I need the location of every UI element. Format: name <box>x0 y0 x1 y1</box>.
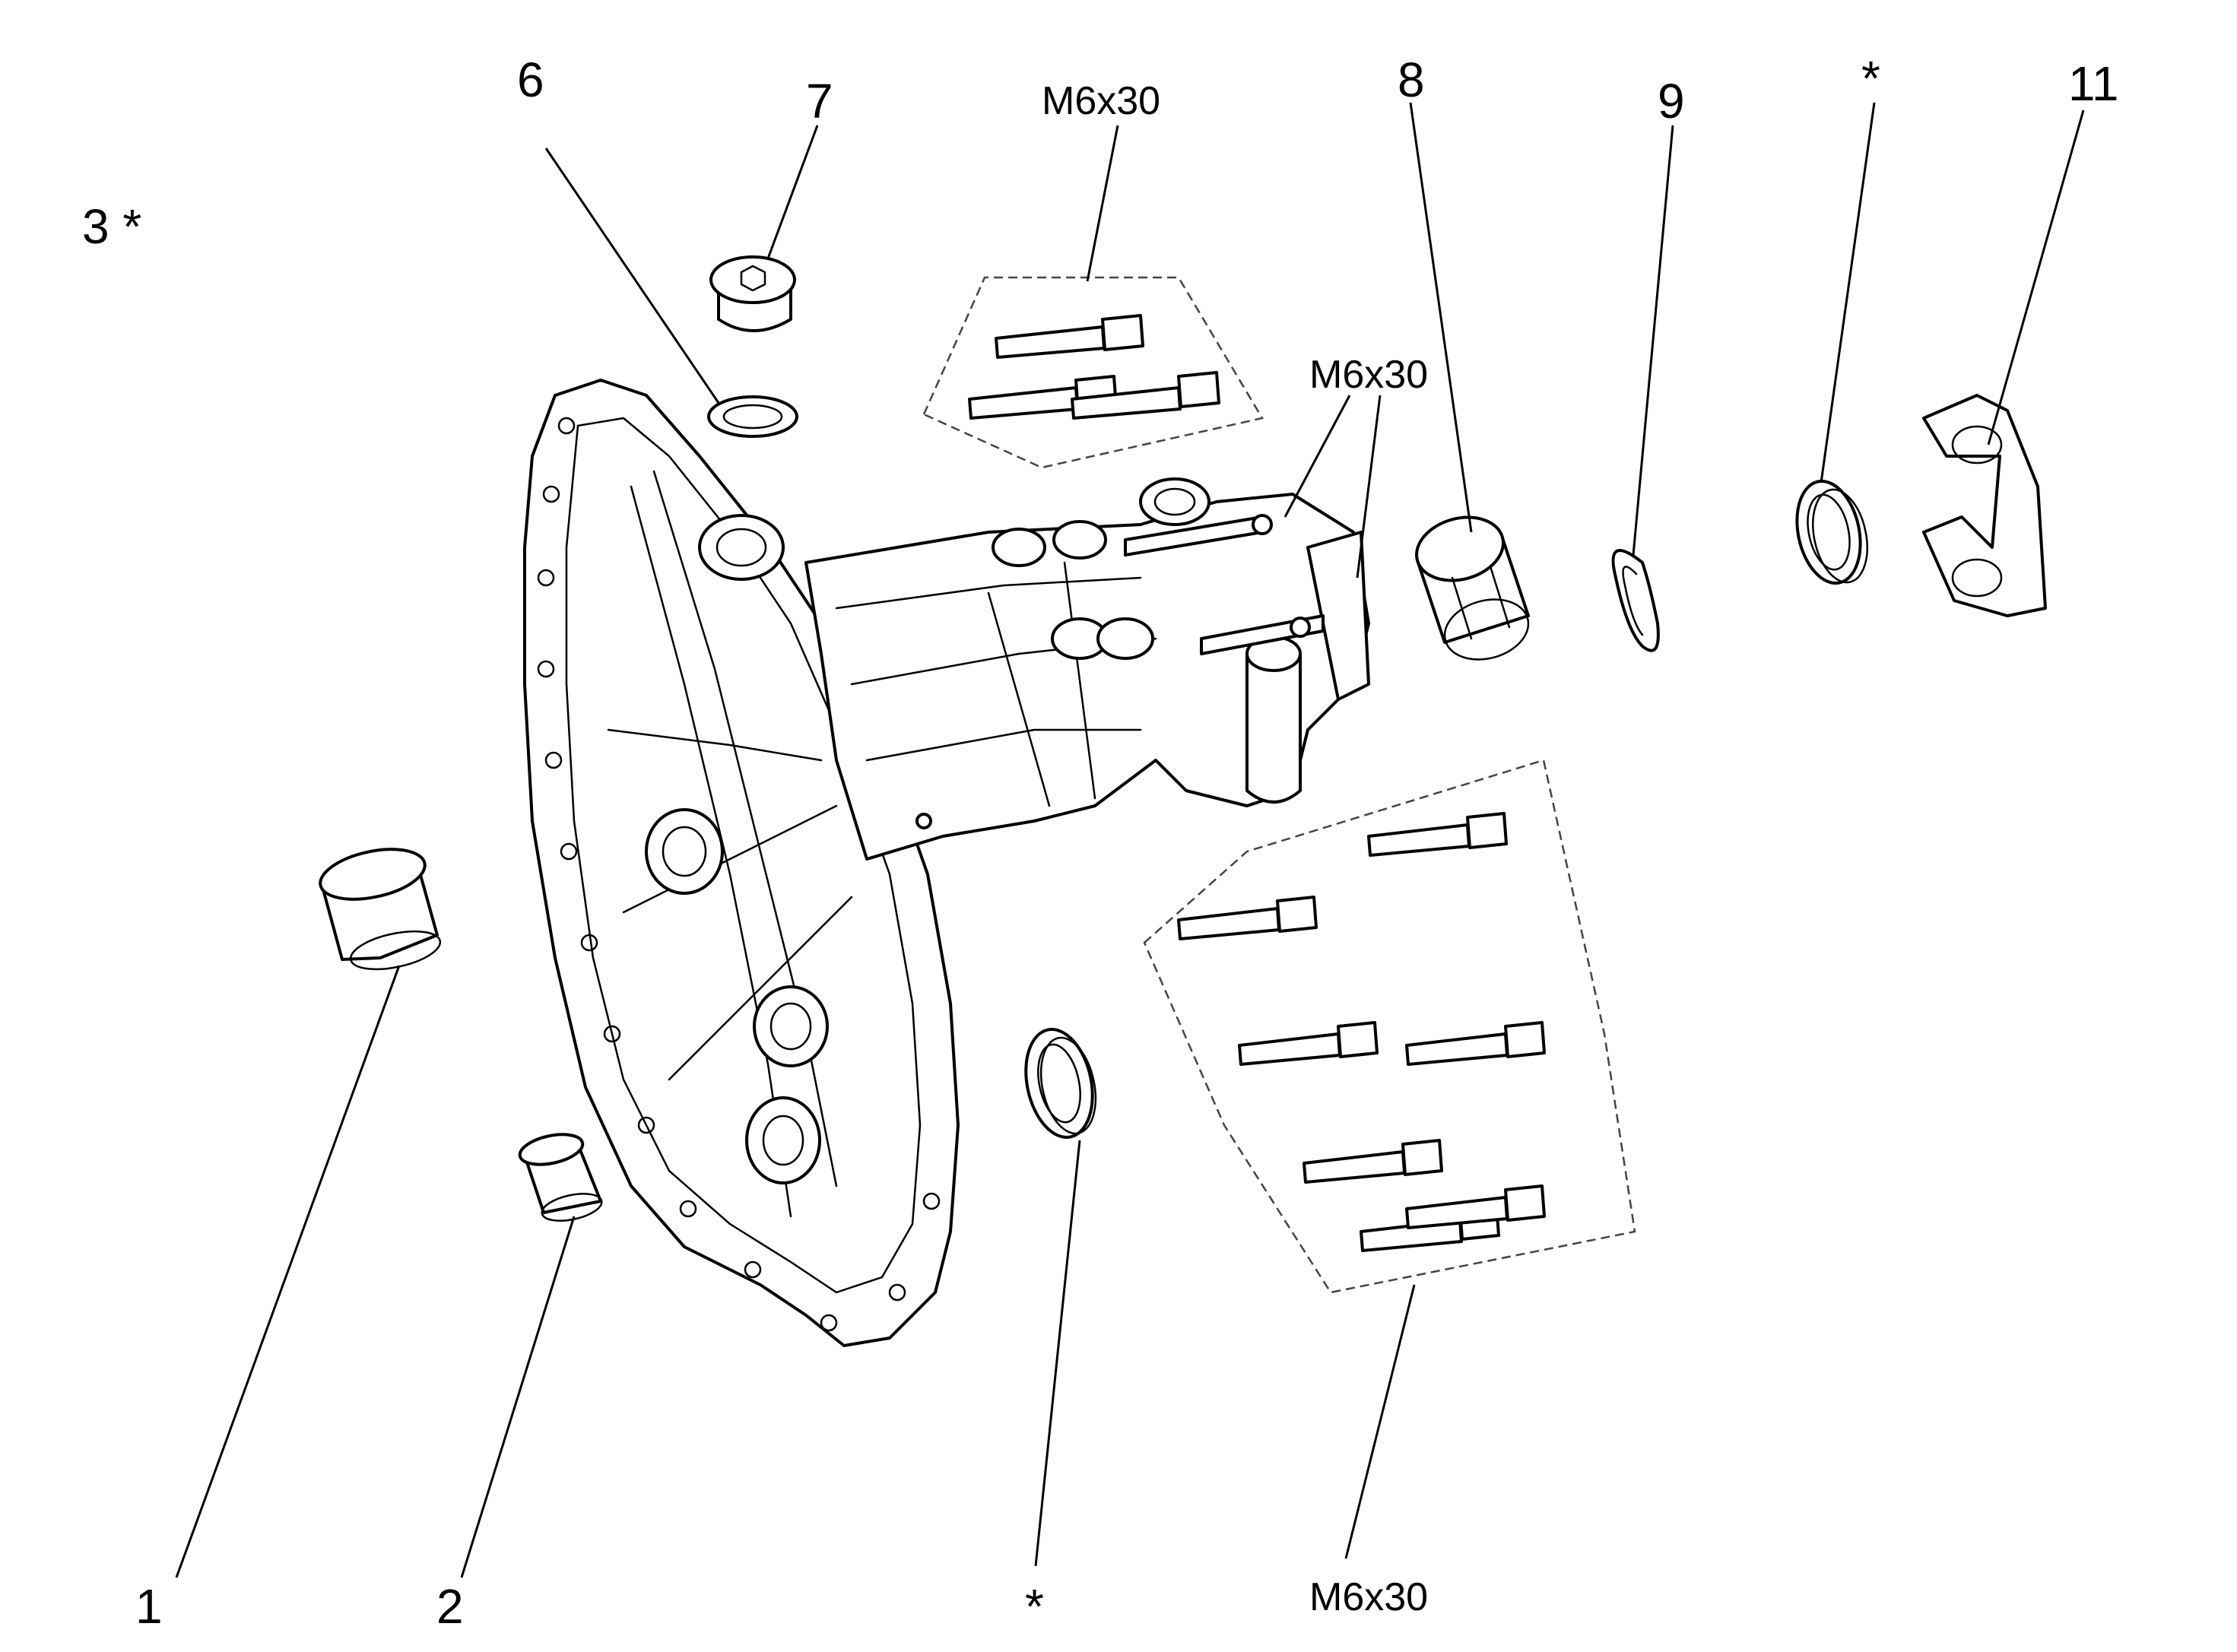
bolt <box>1177 896 1318 940</box>
callout-11: 11 <box>2068 56 2118 111</box>
part-1-bushing <box>319 848 442 971</box>
bolt-group-top <box>922 276 1264 469</box>
part-6-washer <box>707 395 798 438</box>
bolt-label-side: M6x30 <box>1309 353 1428 397</box>
bolt <box>1238 1021 1379 1066</box>
bolt <box>995 314 1144 359</box>
bolt <box>1405 1184 1546 1229</box>
bolt-label-bottom: M6x30 <box>1309 1575 1428 1619</box>
callout-7: 7 <box>806 74 833 128</box>
callout-8: 8 <box>1398 52 1425 107</box>
part-8-sleeve <box>1415 515 1530 661</box>
bolt-label-top: M6x30 <box>1042 79 1160 123</box>
bolt <box>1071 371 1220 420</box>
part-11-bracket <box>1922 394 2047 617</box>
part-9-circlip <box>1611 549 1660 652</box>
bolt <box>1303 1139 1443 1184</box>
callout-star-bottom: * <box>1025 1579 1044 1634</box>
callout-2: 2 <box>436 1579 464 1634</box>
callout-1: 1 <box>135 1579 163 1634</box>
part-7-plug-screw <box>709 255 796 332</box>
shaft-seal-upper <box>1795 479 1868 585</box>
bolt-group-bottom <box>1143 759 1636 1294</box>
part-2-bushing <box>518 1133 603 1222</box>
callout-star-top: * <box>1861 51 1880 106</box>
callout-3: 3 * <box>82 199 141 254</box>
bolt <box>1367 812 1508 857</box>
callout-6: 6 <box>517 52 544 107</box>
leader-lines <box>175 102 2085 1578</box>
bolt <box>1405 1021 1546 1066</box>
main-housing <box>523 379 1370 1347</box>
shaft-seal-lower <box>1024 1028 1097 1139</box>
callout-9: 9 <box>1658 74 1685 128</box>
